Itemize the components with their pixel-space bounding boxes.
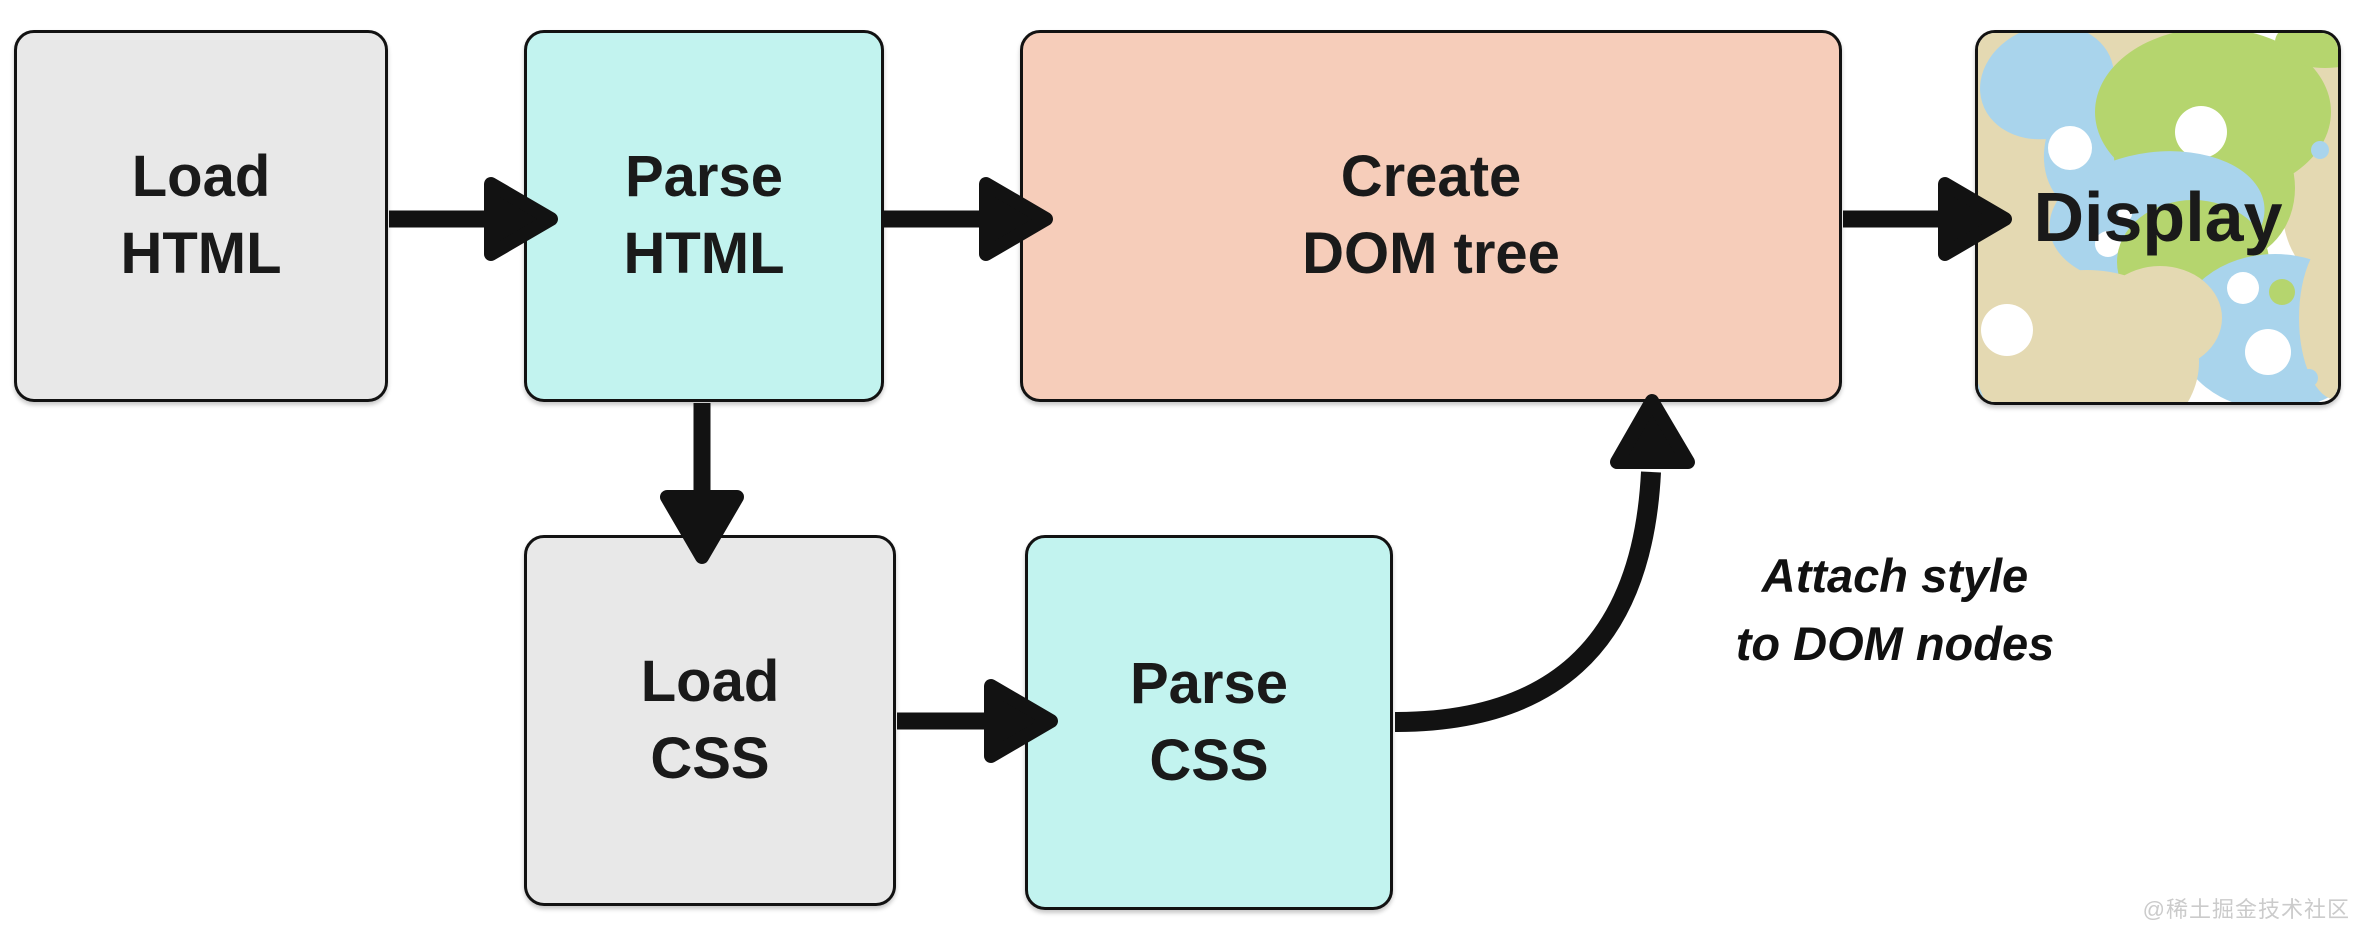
node-parse-css-label: Parse CSS [1129, 650, 1289, 793]
node-parse-css: Parse CSS [1025, 535, 1393, 910]
node-load-html: Load HTML [14, 30, 388, 402]
node-load-css: Load CSS [524, 535, 896, 906]
node-display: Display [1975, 30, 2341, 405]
node-create-dom-tree: Create DOM tree [1020, 30, 1842, 402]
edge-annotation-attach-style: Attach style to DOM nodes [1735, 549, 2055, 671]
arrow-parse-css-to-create-dom-tree [1394, 394, 1695, 732]
node-load-css-label: Load CSS [640, 648, 780, 791]
node-load-html-label: Load HTML [120, 144, 282, 286]
rendered-page-collage [1978, 33, 2338, 402]
node-parse-html-label: Parse HTML [623, 144, 785, 286]
node-display-label: Display [2033, 178, 2283, 257]
node-parse-html: Parse HTML [524, 30, 884, 402]
node-create-dom-tree-label: Create DOM tree [1302, 144, 1560, 286]
arrow-parse-html-to-load-css [660, 403, 744, 564]
watermark: @稀土掘金技术社区 [2142, 897, 2350, 922]
